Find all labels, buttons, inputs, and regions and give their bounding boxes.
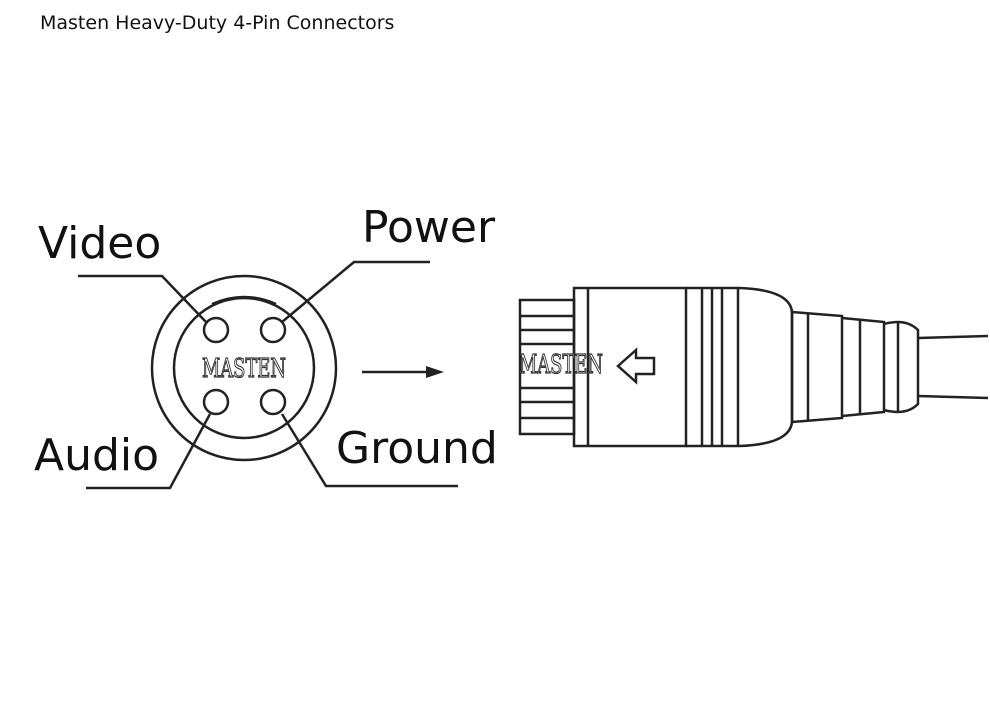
- pin-video: [202, 316, 230, 344]
- label-audio: Audio: [34, 430, 160, 481]
- label-video: Video: [38, 218, 162, 269]
- cable-bottom: [917, 394, 989, 400]
- leader-ground: [280, 413, 458, 488]
- direction-arrow-head: [426, 366, 444, 378]
- label-ground: Ground: [336, 423, 498, 474]
- connector-key-notch: [211, 295, 277, 306]
- pin-ground: [259, 388, 287, 416]
- housing-arrow-icon: [616, 347, 656, 385]
- front-logo: MASTEN: [202, 354, 286, 384]
- leader-power: [281, 260, 430, 323]
- label-power: Power: [362, 202, 496, 253]
- diagram-title: Masten Heavy-Duty 4-Pin Connectors: [40, 12, 395, 34]
- side-logo: MASTEN: [519, 350, 603, 380]
- connector-face-outer: [150, 274, 338, 462]
- leader-video: [78, 274, 207, 323]
- leader-audio: [86, 413, 212, 490]
- strain-relief: [790, 310, 844, 424]
- cable-top: [917, 334, 989, 340]
- pin-audio: [202, 388, 230, 416]
- pin-power: [259, 316, 287, 344]
